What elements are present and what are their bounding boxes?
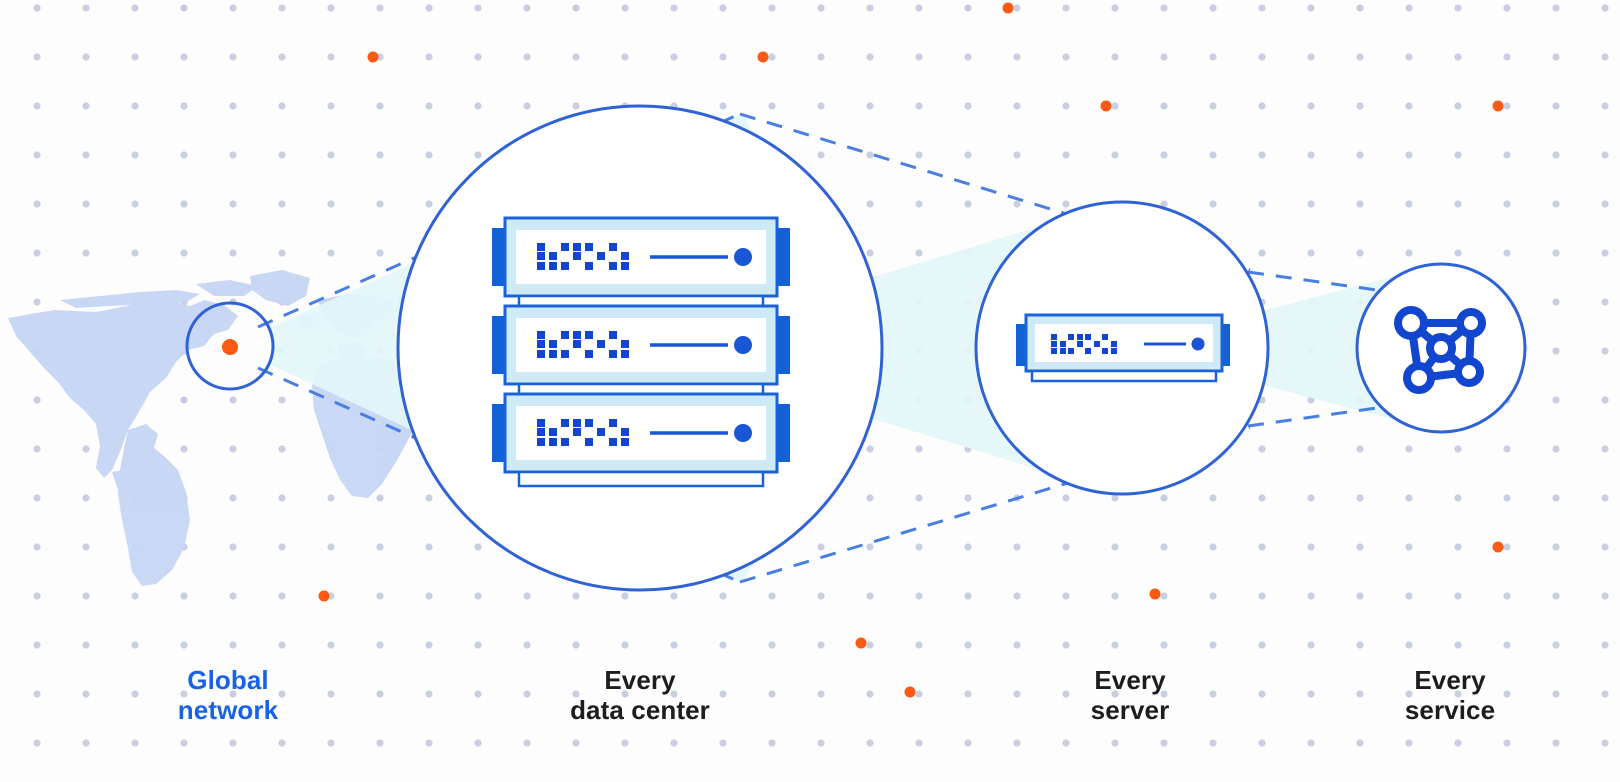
label-every-data-center: Every data center bbox=[570, 665, 710, 726]
led-grid-2 bbox=[537, 331, 629, 358]
global-network-marker-dot bbox=[222, 339, 238, 355]
server-unit-2 bbox=[492, 304, 790, 386]
highlight-dot bbox=[904, 686, 916, 698]
server-rack bbox=[492, 216, 790, 488]
dashed-edge-top-2 bbox=[739, 112, 1251, 272]
stage-every-server[interactable] bbox=[974, 200, 1270, 496]
highlight-dot bbox=[1492, 100, 1504, 112]
stage-global-network[interactable] bbox=[185, 301, 275, 391]
highlight-dot bbox=[1002, 2, 1014, 14]
highlight-dot bbox=[367, 51, 379, 63]
dashed-edge-bottom-2 bbox=[739, 426, 1251, 584]
label-global-network: Global network bbox=[177, 665, 279, 726]
stage-every-service[interactable] bbox=[1355, 262, 1527, 434]
highlight-dot bbox=[1149, 588, 1161, 600]
highlight-dot bbox=[1100, 100, 1112, 112]
led-grid-server bbox=[1051, 334, 1117, 354]
highlight-dot bbox=[855, 637, 867, 649]
highlight-dot bbox=[757, 51, 769, 63]
led-grid-1 bbox=[537, 243, 629, 270]
highlight-dot bbox=[1492, 541, 1504, 553]
highlight-dots-layer bbox=[318, 2, 1504, 698]
single-server-unit bbox=[1016, 313, 1230, 383]
server-unit-3 bbox=[492, 392, 790, 474]
led-grid-3 bbox=[537, 419, 629, 446]
highlight-dot bbox=[318, 590, 330, 602]
global-network-circle bbox=[185, 301, 275, 391]
stage-every-data-center[interactable] bbox=[396, 104, 884, 592]
label-every-service: Every service bbox=[1404, 665, 1496, 726]
network-graph-nodes bbox=[1394, 306, 1486, 394]
label-every-server: Every server bbox=[1090, 665, 1170, 726]
server-unit-1 bbox=[492, 216, 790, 298]
